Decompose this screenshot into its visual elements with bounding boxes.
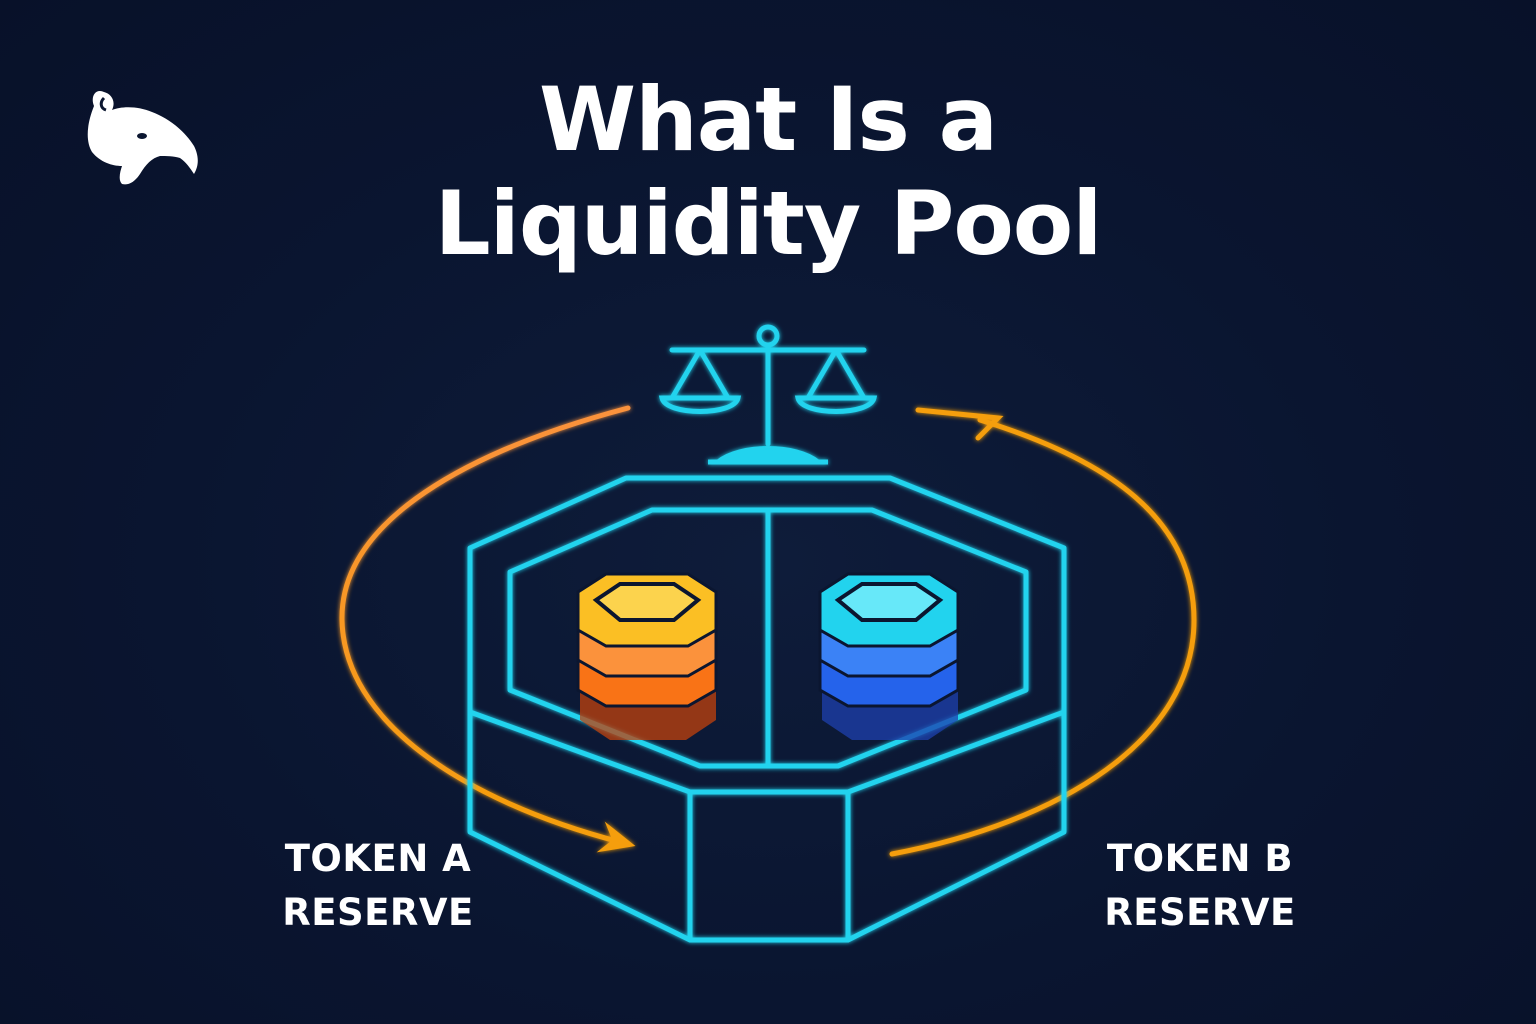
token-a-label-line-2: RESERVE bbox=[282, 891, 474, 934]
token-b-reserve-label: TOKEN B RESERVE bbox=[1070, 832, 1330, 940]
right-arc-arrowhead bbox=[915, 407, 1004, 441]
token-b-label-line-2: RESERVE bbox=[1104, 891, 1296, 934]
circular-arrow-icon bbox=[339, 405, 1197, 857]
token-b-coin-stack-icon bbox=[818, 572, 960, 740]
token-b-label-line-1: TOKEN B bbox=[1106, 837, 1294, 880]
title-line-2: Liquidity Pool bbox=[434, 172, 1103, 275]
token-a-reserve-label: TOKEN A RESERVE bbox=[248, 832, 508, 940]
token-a-coin-stack-icon bbox=[576, 572, 718, 740]
pool-container bbox=[467, 446, 1067, 943]
token-a-label-line-1: TOKEN A bbox=[284, 837, 472, 880]
anteater-logo-icon bbox=[87, 90, 198, 185]
balance-scale-icon bbox=[658, 324, 878, 447]
title-line-1: What Is a bbox=[539, 68, 998, 171]
right-arc-arrow bbox=[889, 417, 1197, 857]
page-title: What Is a Liquidity Pool bbox=[0, 68, 1536, 276]
left-arc-arrow bbox=[339, 405, 636, 853]
